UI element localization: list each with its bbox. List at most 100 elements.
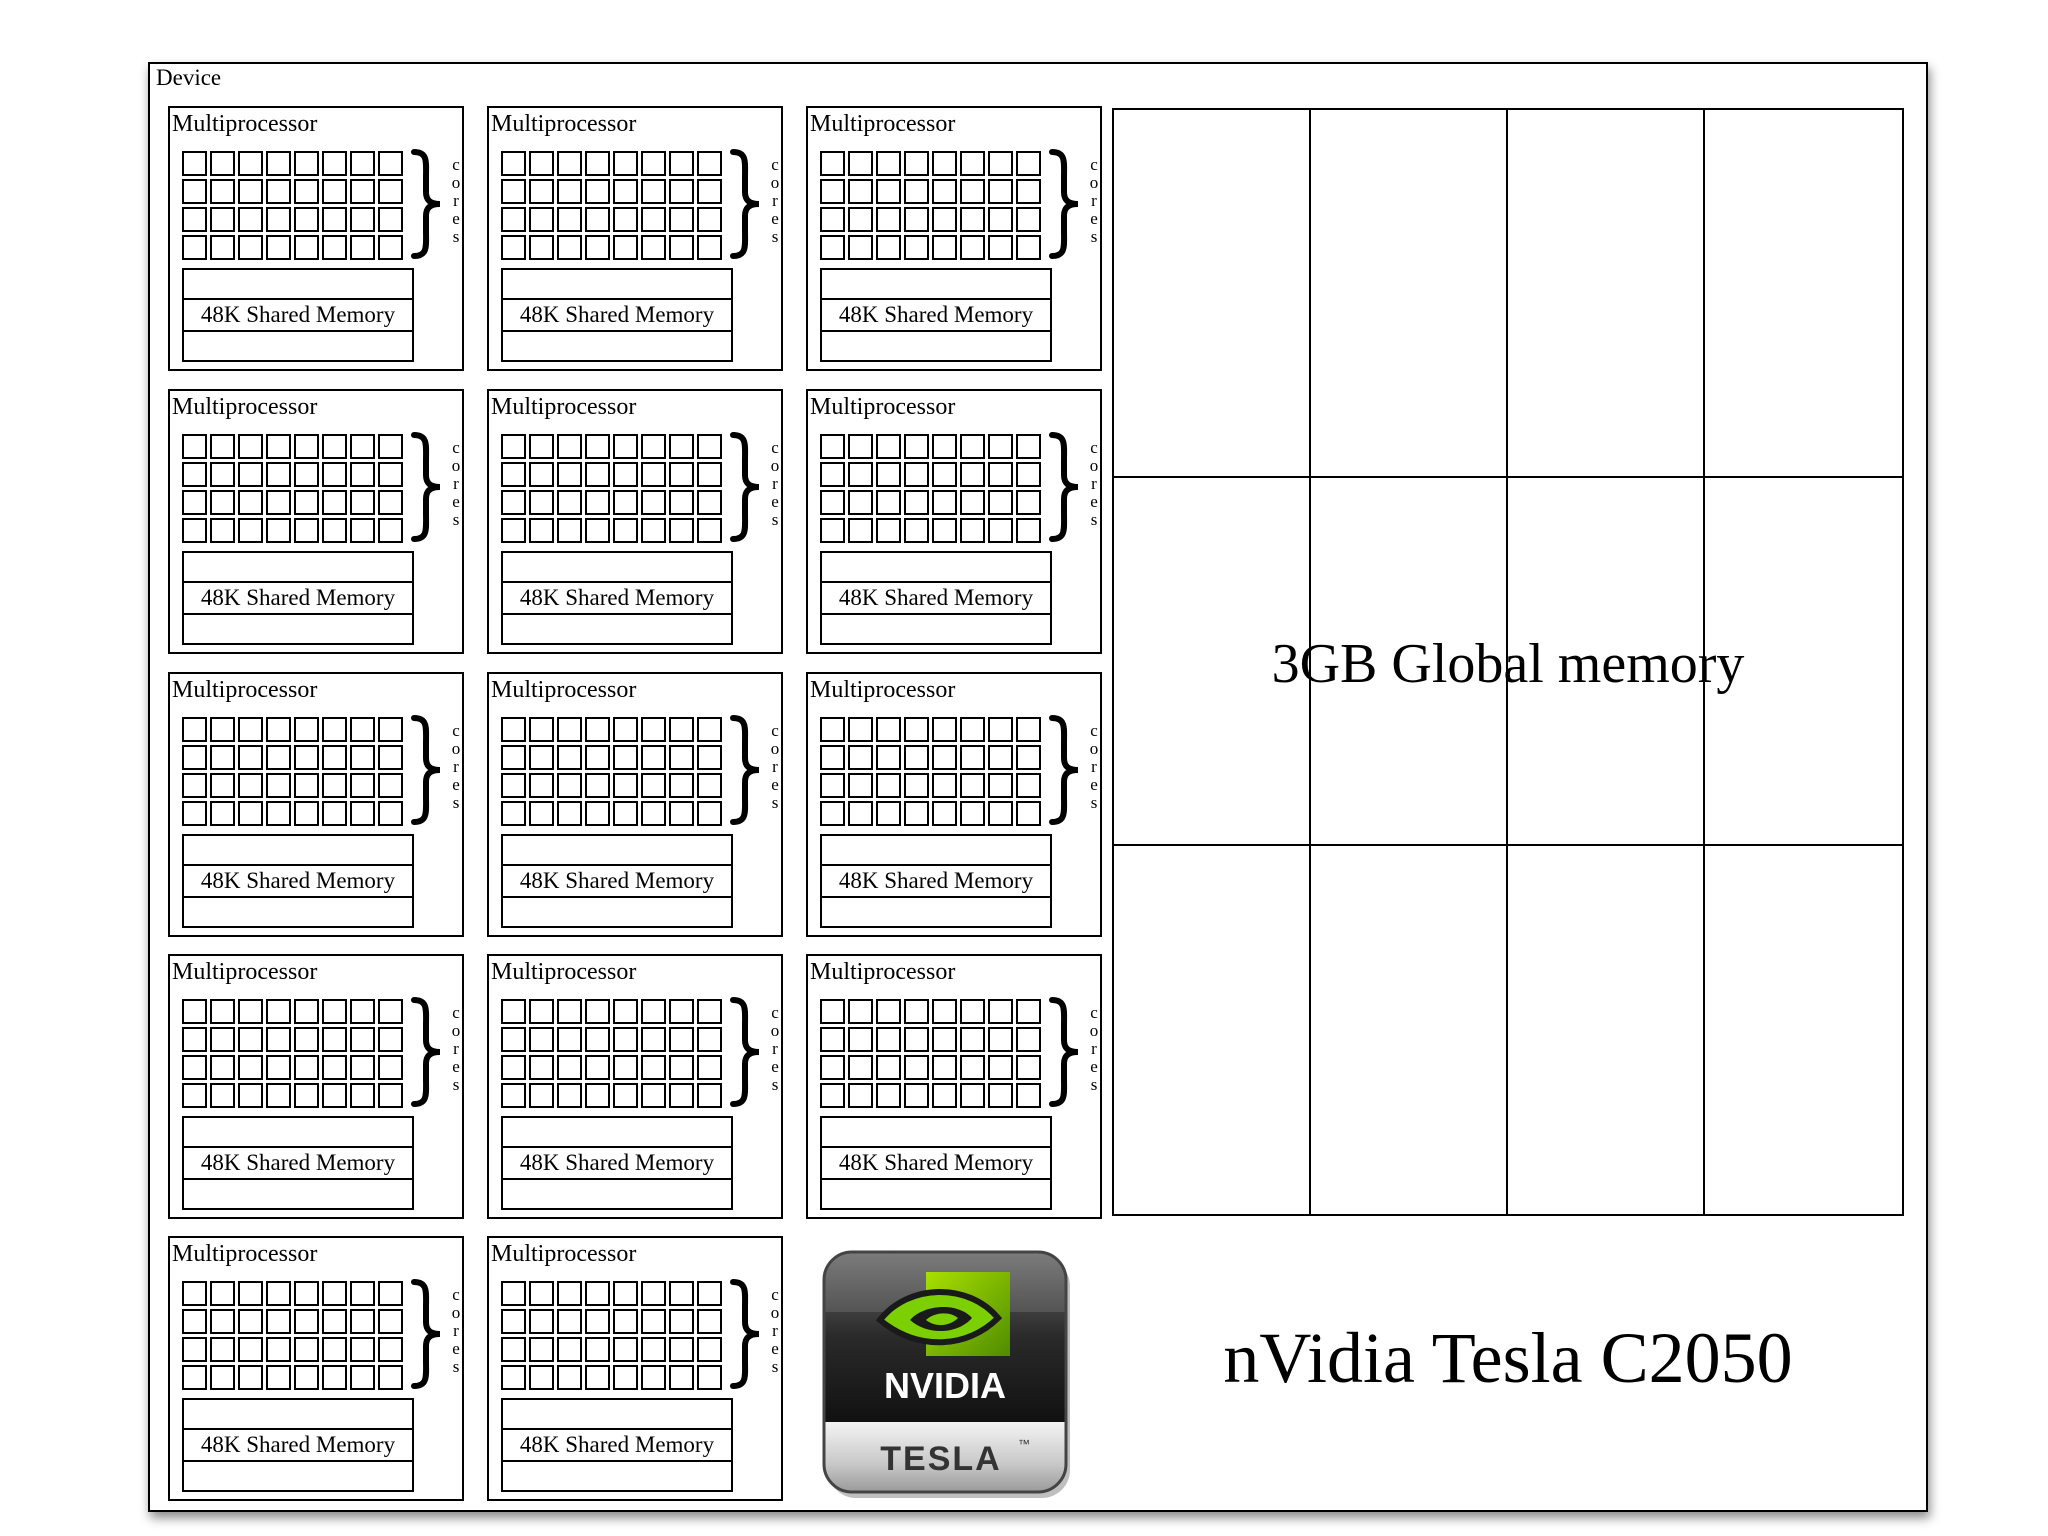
core-cell [210, 1027, 235, 1052]
core-cell [904, 151, 929, 176]
core-cell [669, 745, 694, 770]
core-cell [378, 745, 403, 770]
core-cell [820, 235, 845, 260]
cores-label-letter: c [452, 155, 460, 174]
core-cell [378, 999, 403, 1024]
core-cell [613, 490, 638, 515]
cores-label-letter: c [771, 155, 779, 174]
core-cell [182, 179, 207, 204]
global-memory-label: 3GB Global memory [1271, 633, 1745, 695]
core-cell [613, 207, 638, 232]
cores-label-letter: r [1091, 474, 1097, 493]
core-cell [266, 1027, 291, 1052]
core-cell [613, 745, 638, 770]
cores-label-letter: c [771, 438, 779, 457]
core-cell [932, 1055, 957, 1080]
core-cell [501, 999, 526, 1024]
cores-label-letter: s [771, 510, 779, 529]
core-cell [960, 235, 985, 260]
multiprocessor-title: Multiprocessor [491, 677, 637, 703]
core-cell [697, 999, 722, 1024]
cores-label-letter: e [771, 1057, 779, 1076]
core-cell [697, 179, 722, 204]
core-cell [932, 773, 957, 798]
core-cell [182, 745, 207, 770]
cores-label-letter: o [451, 1021, 461, 1040]
core-cell [932, 490, 957, 515]
multiprocessor-title: Multiprocessor [491, 394, 637, 420]
core-cell [585, 179, 610, 204]
cores-label-letter: o [451, 1303, 461, 1322]
core-cell [266, 235, 291, 260]
core-cell [266, 1337, 291, 1362]
core-cell [350, 1055, 375, 1080]
cores-label-letter: r [772, 757, 778, 776]
core-cell [988, 801, 1013, 826]
core-cell [294, 1365, 319, 1390]
core-cell [641, 745, 666, 770]
core-cell [1016, 1083, 1041, 1108]
core-cell [904, 179, 929, 204]
core-cell [585, 1027, 610, 1052]
core-cell [669, 773, 694, 798]
core-cell [848, 1083, 873, 1108]
core-cell [932, 235, 957, 260]
core-cell [669, 999, 694, 1024]
core-cell [378, 151, 403, 176]
core-cell [697, 207, 722, 232]
core-cell [322, 1281, 347, 1306]
core-cell [557, 717, 582, 742]
cores-label-letter: o [1089, 456, 1099, 475]
core-cell [529, 518, 554, 543]
cores-label-letter: c [452, 721, 460, 740]
core-cell [613, 1281, 638, 1306]
core-cell [585, 1309, 610, 1334]
shared-memory-label: 48K Shared Memory [501, 581, 733, 615]
core-cell [182, 1083, 207, 1108]
core-cell [238, 518, 263, 543]
device-label: Device [156, 65, 222, 90]
core-cell [266, 1083, 291, 1108]
core-cell [585, 235, 610, 260]
core-cell [294, 745, 319, 770]
core-cell [848, 745, 873, 770]
core-cell [641, 1281, 666, 1306]
core-cell [904, 207, 929, 232]
cores-label-letter: o [770, 1021, 780, 1040]
core-cell [501, 207, 526, 232]
core-cell [238, 462, 263, 487]
shared-memory-box: 48K Shared Memory [182, 1116, 414, 1210]
core-cell [294, 490, 319, 515]
core-cell [557, 151, 582, 176]
multiprocessor-title: Multiprocessor [172, 111, 318, 137]
core-cell [848, 490, 873, 515]
core-cell [697, 1309, 722, 1334]
core-cell [294, 462, 319, 487]
core-cell [697, 434, 722, 459]
core-cell [501, 1027, 526, 1052]
curly-brace-icon [730, 1279, 760, 1389]
core-cell [876, 773, 901, 798]
core-cell [1016, 207, 1041, 232]
core-cell [238, 207, 263, 232]
core-cell [988, 745, 1013, 770]
core-cell [932, 1027, 957, 1052]
core-cell [266, 717, 291, 742]
core-cell [820, 1027, 845, 1052]
core-cell [641, 434, 666, 459]
core-cell [322, 999, 347, 1024]
core-cell [876, 1027, 901, 1052]
core-cell [182, 773, 207, 798]
core-cell [585, 801, 610, 826]
core-cell [529, 1365, 554, 1390]
core-cell [266, 207, 291, 232]
core-cell [820, 801, 845, 826]
core-cell [378, 1027, 403, 1052]
global-memory-cell [1705, 478, 1902, 846]
core-cell [266, 1055, 291, 1080]
shared-memory-box: 48K Shared Memory [182, 268, 414, 362]
